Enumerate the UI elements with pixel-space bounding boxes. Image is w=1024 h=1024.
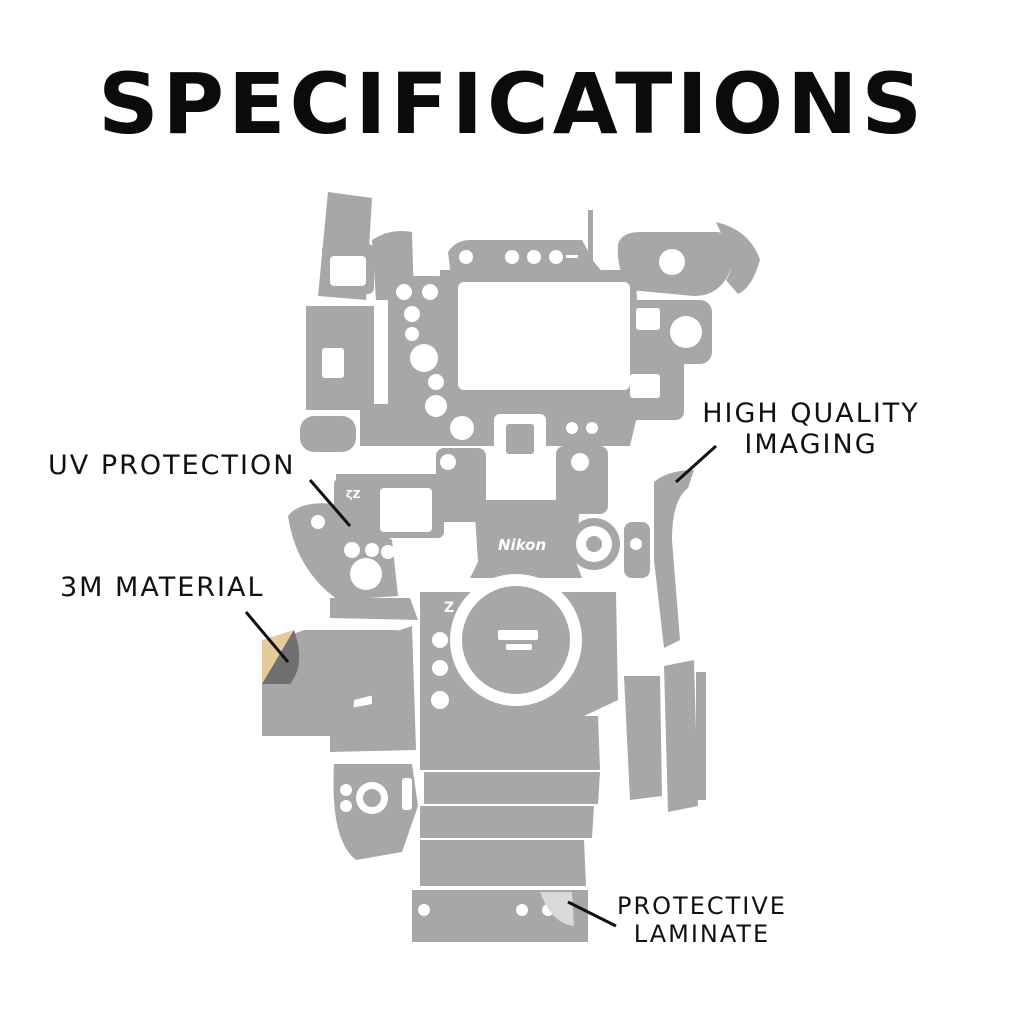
label-line: HIGH QUALITY — [702, 398, 920, 429]
lower-body-3 — [420, 806, 594, 838]
laminate-peel-icon — [540, 892, 574, 926]
label-line: LAMINATE — [633, 919, 771, 948]
inner-details — [363, 424, 602, 807]
small-right-knob — [624, 522, 650, 578]
leader-hq — [674, 444, 718, 484]
lower-body-2 — [424, 772, 600, 804]
leader-3m — [244, 611, 290, 663]
side-strips-3 — [696, 672, 706, 800]
front-plate — [470, 500, 582, 578]
left-grip-cap — [300, 416, 356, 452]
nikon-logo: Nikon — [498, 536, 546, 554]
page-title: SPECIFICATIONS — [98, 55, 926, 153]
leader-uv — [308, 479, 352, 527]
side-strip-curve — [654, 470, 694, 648]
side-strips-2 — [664, 660, 698, 812]
side-strips-1 — [624, 676, 662, 800]
label-protective-laminate: PROTECTIVE LAMINATE — [612, 892, 792, 948]
top-lcd-window — [380, 488, 432, 532]
label-uv-protection: UV PROTECTION — [48, 450, 296, 481]
z-badge-small: ζZ — [346, 488, 360, 501]
lower-body-1 — [420, 716, 600, 770]
right-front-piece — [556, 446, 608, 514]
grip-front — [330, 626, 416, 752]
label-line: IMAGING — [744, 429, 878, 461]
lower-body-4 — [420, 840, 586, 886]
material-peel-fold-icon — [262, 630, 300, 684]
leader-pl — [567, 900, 617, 928]
leader-lines — [244, 444, 718, 928]
antenna — [588, 210, 593, 262]
label-high-quality-imaging: HIGH QUALITY IMAGING — [696, 398, 926, 460]
eyepiece-cup — [716, 222, 760, 294]
label-3m-material: 3M MATERIAL — [60, 572, 265, 603]
lower-left-wing — [330, 598, 418, 620]
z-badge: Z — [444, 600, 454, 616]
rear-screen-window — [458, 282, 630, 390]
label-line: PROTECTIVE — [617, 892, 787, 920]
